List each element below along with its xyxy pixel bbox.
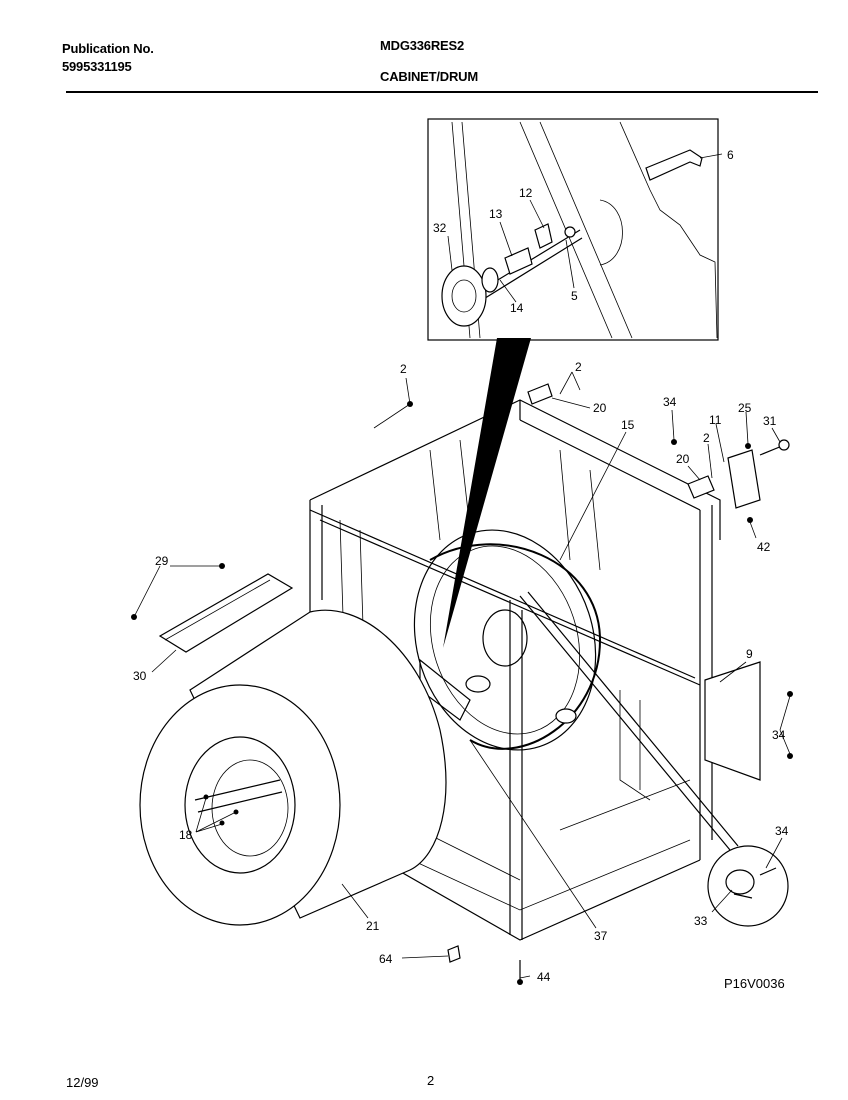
callout-32: 32 [433, 221, 447, 235]
foot-pad-part [447, 945, 461, 963]
callout-33: 33 [694, 914, 708, 928]
model-number: MDG336RES2 [380, 38, 464, 53]
callout-37: 37 [594, 929, 608, 943]
callout-2-bracket: 2 [575, 360, 582, 374]
drum-rear-ring [413, 529, 597, 751]
inset-detail [427, 118, 719, 341]
section-title: CABINET/DRUM [380, 69, 478, 84]
callout-25: 25 [738, 401, 752, 415]
drum-baffle [194, 779, 283, 813]
callout-13: 13 [489, 207, 503, 221]
callout-34-top: 34 [663, 395, 677, 409]
callout-12: 12 [519, 186, 533, 200]
callout-2-top: 2 [400, 362, 407, 376]
inset-pointer [443, 338, 531, 648]
side-bracket-part [727, 449, 761, 509]
drive-belt [429, 543, 602, 750]
publication-number: 5995331195 [62, 59, 132, 74]
clip-20b [687, 475, 715, 499]
leader-lines [133, 153, 791, 979]
inset-curve [599, 199, 623, 266]
inset-panel-lines [451, 121, 633, 339]
baffle-part [158, 573, 294, 653]
motor-part [725, 869, 755, 895]
callout-20-top: 20 [593, 401, 607, 415]
callout-2-side: 2 [703, 431, 710, 445]
callout-64: 64 [379, 952, 393, 966]
callout-31: 31 [763, 414, 777, 428]
bearing-part-12 [534, 223, 553, 249]
drum-mount-plate-part [441, 265, 487, 327]
callout-9: 9 [746, 647, 753, 661]
drum-opening [184, 736, 296, 874]
motor-link-rod [519, 591, 739, 851]
cabinet-top-edge [309, 399, 721, 540]
callout-34-motor: 34 [775, 824, 789, 838]
clip-20a [527, 383, 553, 405]
callout-30: 30 [133, 669, 147, 683]
callout-21: 21 [366, 919, 380, 933]
control-panel-part [704, 661, 761, 781]
footer-date: 12/99 [66, 1075, 99, 1090]
inset-torn-edge [619, 121, 718, 339]
drum-part [139, 609, 447, 926]
page-number: 2 [427, 1073, 435, 1088]
callout-6: 6 [727, 148, 734, 162]
callout-42: 42 [757, 540, 771, 554]
publication-label: Publication No. [62, 41, 154, 56]
cabinet-top-brace [309, 509, 696, 679]
drum-rear-assembly [413, 529, 602, 751]
bearing-part-13 [504, 247, 533, 275]
callout-20-side: 20 [676, 452, 690, 466]
callout-14: 14 [510, 301, 524, 315]
callout-5: 5 [571, 289, 578, 303]
motor-detail [519, 591, 789, 927]
cabinet-frame [309, 399, 721, 941]
inset-frame [427, 118, 719, 341]
figure-code: P16V0036 [724, 976, 785, 991]
callout-44: 44 [537, 970, 551, 984]
header-rule [66, 91, 818, 93]
callout-18: 18 [179, 828, 193, 842]
callout-29: 29 [155, 554, 169, 568]
cabinet-base [379, 859, 701, 941]
screw-31 [759, 445, 783, 456]
callout-11: 11 [709, 413, 722, 427]
rear-bracket-part [645, 149, 703, 181]
motor-detail-circle [707, 845, 789, 927]
callout-labels: 6 12 13 32 5 14 2 2 20 15 34 11 25 31 2 … [133, 148, 789, 984]
drum-hub [482, 609, 528, 667]
cabinet-right-post [699, 505, 713, 860]
cabinet-front-post [509, 600, 523, 940]
drum-front-face [139, 684, 341, 926]
callout-15: 15 [621, 418, 635, 432]
callout-34-panel: 34 [772, 728, 786, 742]
cabinet-left-front-post [309, 500, 323, 620]
